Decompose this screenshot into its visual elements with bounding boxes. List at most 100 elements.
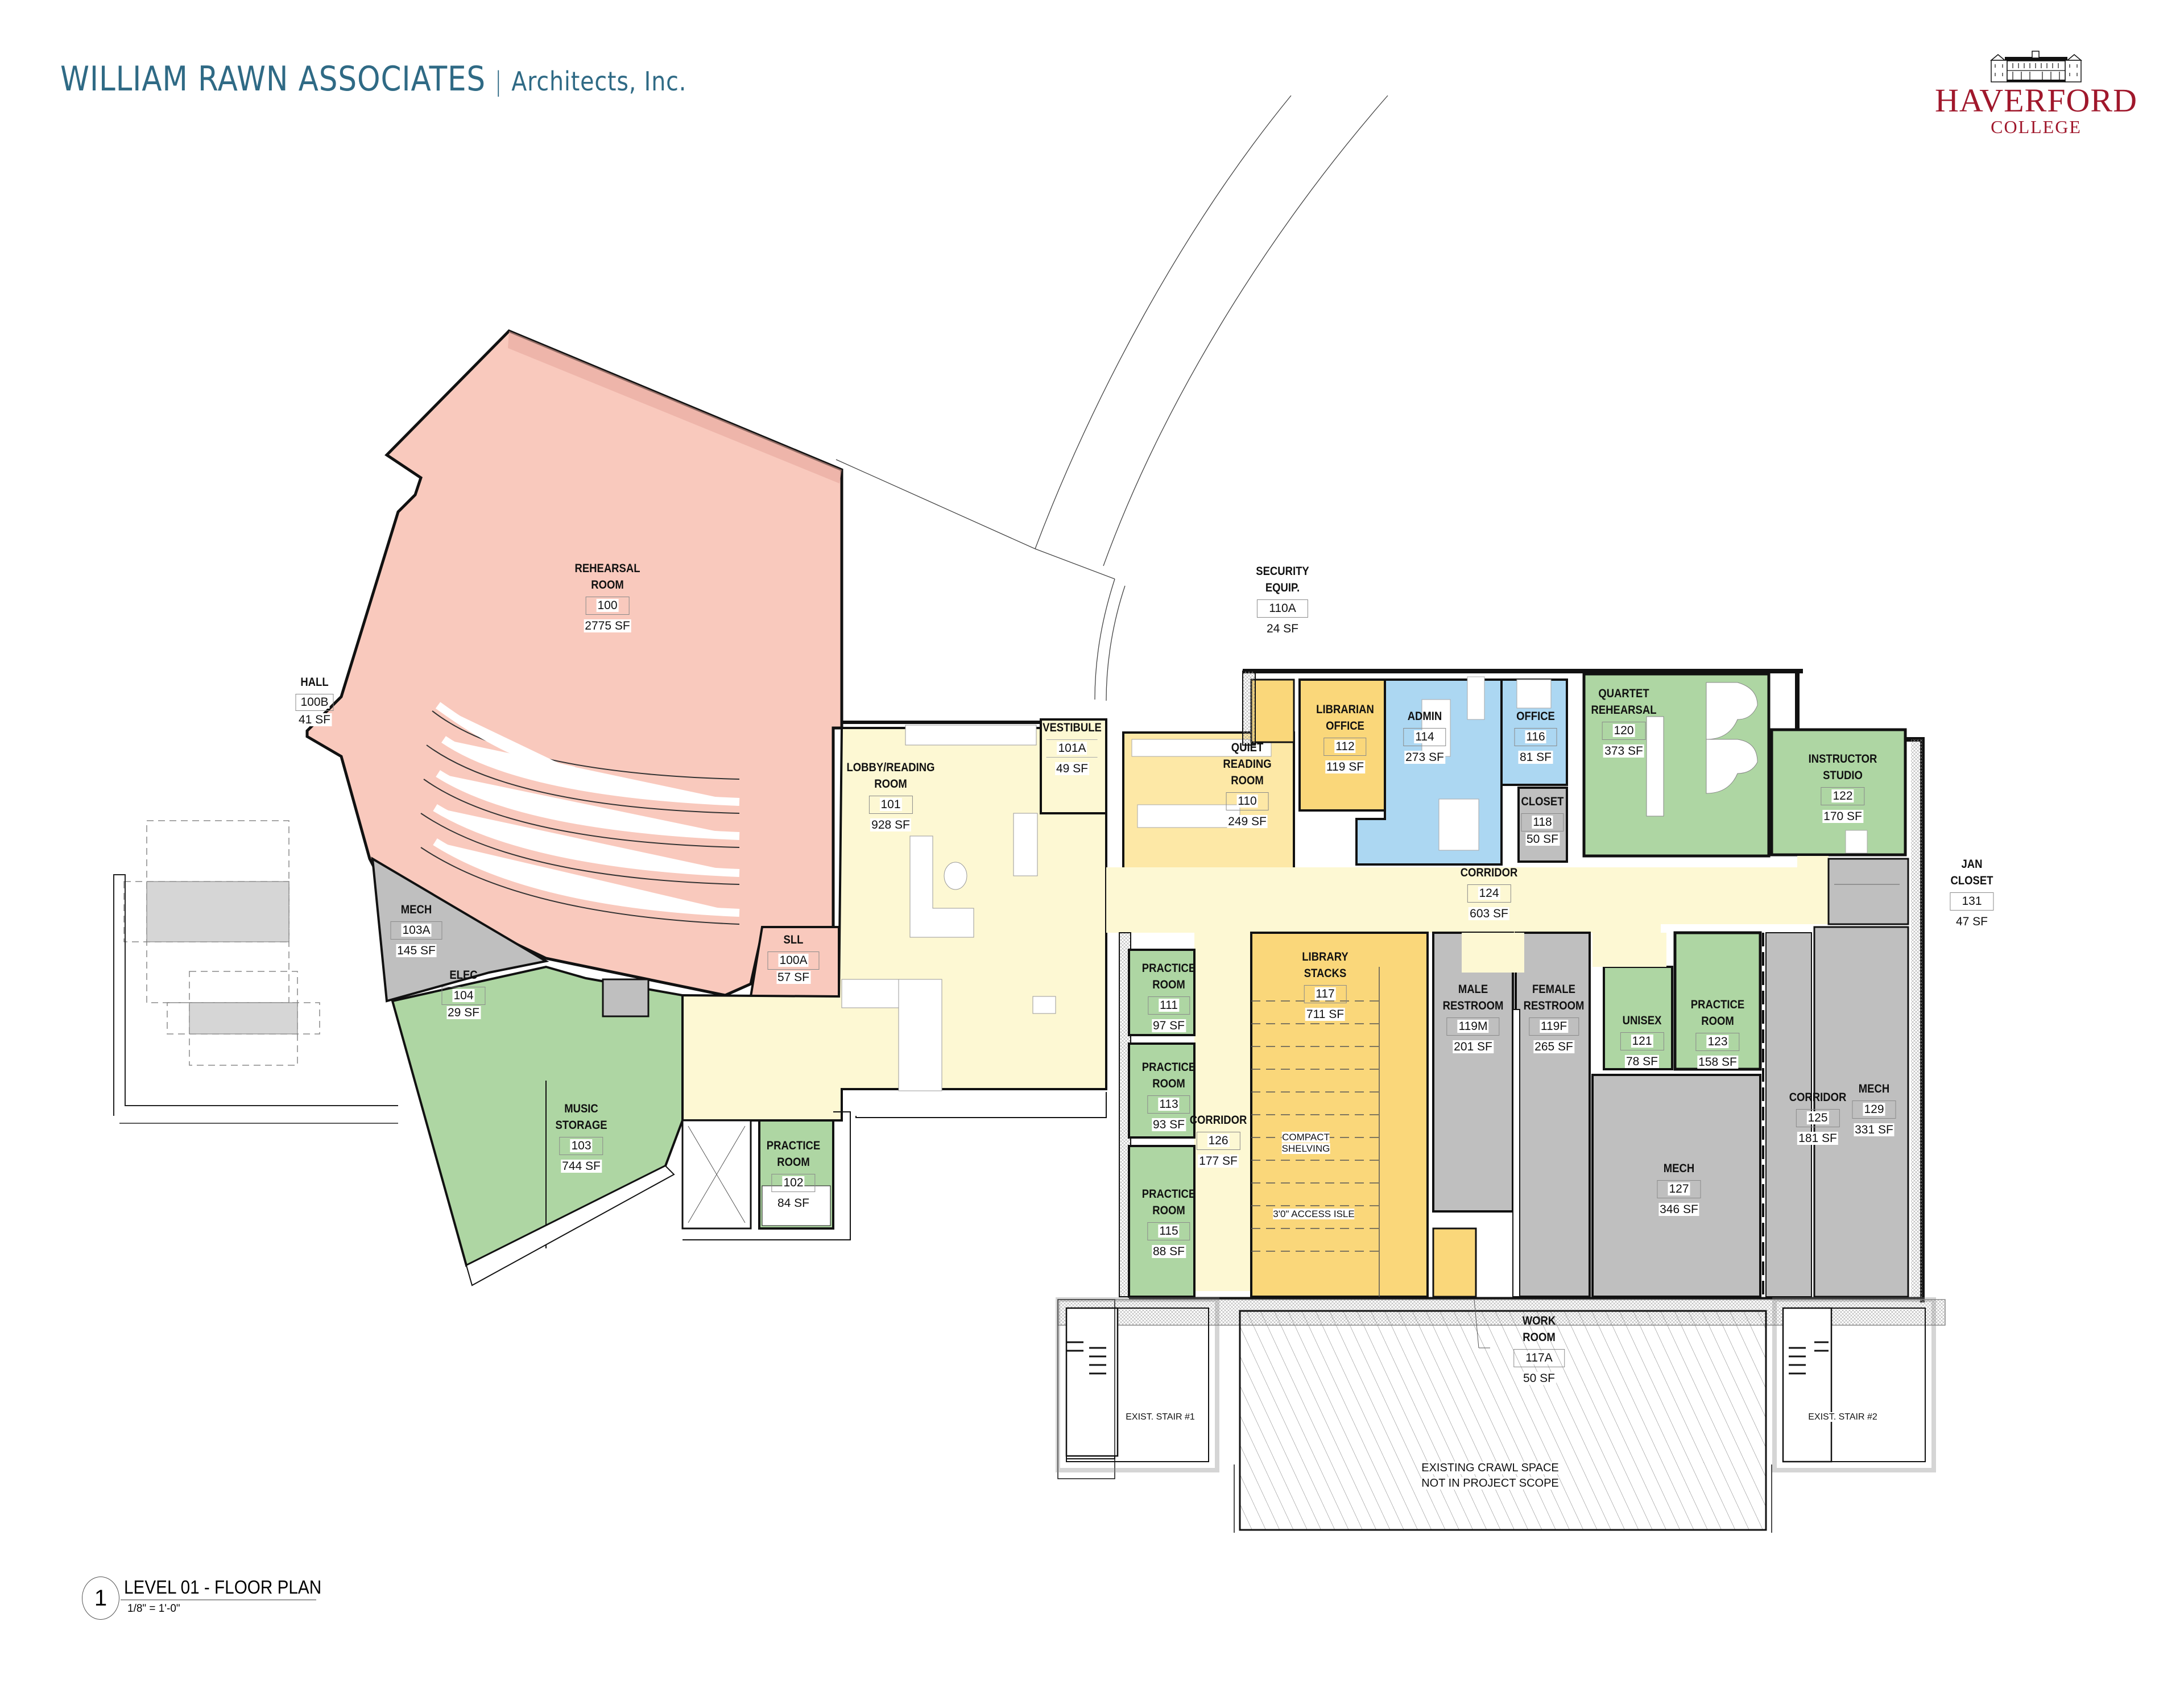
room-123-fill bbox=[1673, 931, 1762, 1071]
room-area: 928 SF bbox=[870, 818, 911, 831]
room-number-tag: 129 bbox=[1852, 1100, 1896, 1119]
room-label-103: MUSIC STORAGE 103 744 SF bbox=[552, 1100, 610, 1173]
room-number-tag: 103 bbox=[559, 1137, 603, 1155]
firm-header: WILLIAM RAWN ASSOCIATES|Architects, Inc. bbox=[60, 59, 686, 99]
room-129-fill bbox=[1813, 926, 1909, 1298]
room-number-tag: 122 bbox=[1821, 787, 1865, 805]
access-isle-note: 3'0" ACCESS ISLE bbox=[1273, 1209, 1355, 1219]
room-number-tag: 120 bbox=[1602, 722, 1646, 740]
room-area: 29 SF bbox=[446, 1006, 481, 1019]
room-number-tag: 118 bbox=[1521, 813, 1564, 831]
room-121-fill bbox=[1603, 966, 1673, 1070]
logo-college: COLLEGE bbox=[1991, 117, 2082, 137]
room-label-118: CLOSET 118 50 SF bbox=[1518, 793, 1566, 846]
room-label-116: OFFICE 116 81 SF bbox=[1514, 708, 1558, 764]
compact-shelving-note: COMPACT SHELVING bbox=[1281, 1132, 1330, 1154]
room-label-115: PRACTICE ROOM 115 88 SF bbox=[1138, 1186, 1199, 1259]
room-number-tag: 125 bbox=[1796, 1109, 1840, 1127]
room-area: 97 SF bbox=[1151, 1019, 1186, 1032]
room-125-fill bbox=[1765, 932, 1812, 1297]
room-131-fill bbox=[1827, 858, 1909, 925]
room-label-102: PRACTICE ROOM 102 84 SF bbox=[763, 1137, 824, 1210]
room-label-124: CORRIDOR 124 603 SF bbox=[1457, 864, 1521, 921]
crawl-space-note: EXISTING CRAWL SPACE NOT IN PROJECT SCOP… bbox=[1421, 1462, 1559, 1490]
room-number-tag: 103A bbox=[390, 921, 442, 940]
room-area: 88 SF bbox=[1151, 1245, 1186, 1258]
room-115-fill bbox=[1128, 1145, 1196, 1298]
room-label-114: ADMIN 114 273 SF bbox=[1403, 708, 1446, 764]
room-area: 145 SF bbox=[396, 944, 437, 957]
room-label-119F: FEMALE RESTROOM 119F 265 SF bbox=[1519, 981, 1588, 1054]
firm-name: WILLIAM RAWN ASSOCIATES bbox=[60, 59, 486, 99]
room-number-tag: 115 bbox=[1147, 1222, 1190, 1240]
room-number-tag: 124 bbox=[1467, 884, 1511, 903]
room-number-tag: 101 bbox=[868, 796, 913, 814]
room-label-126: CORRIDOR 126 177 SF bbox=[1186, 1112, 1251, 1168]
room-number-tag: 100B bbox=[295, 694, 334, 711]
room-number-tag: 110A bbox=[1257, 599, 1308, 618]
room-119F-fill bbox=[1515, 932, 1591, 1298]
room-label-111: PRACTICE ROOM 111 97 SF bbox=[1138, 960, 1199, 1033]
haverford-logo: HAVERFORD COLLEGE bbox=[1917, 50, 2156, 147]
room-number-tag: 111 bbox=[1148, 996, 1190, 1015]
room-number-tag: 117A bbox=[1513, 1349, 1565, 1367]
chairs bbox=[433, 702, 740, 917]
room-number-tag: 131 bbox=[1950, 892, 1994, 911]
room-label-110: QUIET READING ROOM 110 249 SF bbox=[1220, 739, 1275, 829]
room-area: 49 SF bbox=[1054, 762, 1090, 775]
room-110A-fill bbox=[1250, 678, 1295, 743]
room-area: 81 SF bbox=[1518, 751, 1553, 764]
room-area: 50 SF bbox=[1525, 833, 1560, 846]
room-label-122: INSTRUCTOR STUDIO 122 170 SF bbox=[1804, 751, 1881, 824]
room-number-tag: 100A bbox=[767, 951, 820, 970]
room-area: 41 SF bbox=[297, 713, 332, 726]
room-label-110A: SECURITY EQUIP. 110A 24 SF bbox=[1252, 563, 1313, 636]
room-104-fill bbox=[602, 978, 650, 1017]
room-area: 170 SF bbox=[1822, 810, 1863, 823]
room-number-tag: 119M bbox=[1446, 1017, 1500, 1036]
room-number-tag: 112 bbox=[1323, 738, 1367, 756]
room-area: 93 SF bbox=[1151, 1118, 1186, 1131]
room-label-100B: HALL 100B 41 SF bbox=[295, 674, 334, 727]
room-label-121: UNISEX 121 78 SF bbox=[1620, 1012, 1664, 1069]
room-area: 273 SF bbox=[1404, 751, 1445, 764]
room-number-tag: 114 bbox=[1403, 728, 1446, 746]
room-area: 24 SF bbox=[1265, 622, 1300, 635]
college-building-icon bbox=[1990, 51, 2082, 82]
room-area: 331 SF bbox=[1854, 1123, 1895, 1136]
room-area: 177 SF bbox=[1198, 1155, 1239, 1168]
room-area: 84 SF bbox=[776, 1197, 811, 1210]
drawing-number: 1 bbox=[82, 1577, 119, 1620]
room-area: 373 SF bbox=[1603, 744, 1644, 758]
room-label-117: LIBRARY STACKS 117 711 SF bbox=[1299, 949, 1352, 1021]
room-number-tag: 104 bbox=[441, 987, 486, 1005]
room-label-100A: SLL 100A 57 SF bbox=[767, 932, 820, 984]
room-area: 711 SF bbox=[1305, 1008, 1346, 1021]
room-area: 201 SF bbox=[1453, 1040, 1494, 1053]
room-label-117A: WORK ROOM 117A 50 SF bbox=[1513, 1313, 1565, 1385]
room-number-tag: 127 bbox=[1657, 1180, 1701, 1198]
room-number-tag: 126 bbox=[1196, 1132, 1240, 1150]
room-number-tag: 110 bbox=[1226, 792, 1269, 810]
header-separator: | bbox=[494, 66, 503, 97]
stair-1-note: EXIST. STAIR #1 bbox=[1126, 1412, 1195, 1422]
room-number-tag: 113 bbox=[1147, 1095, 1190, 1114]
room-label-104: ELEC 104 29 SF bbox=[441, 967, 486, 1020]
room-number-tag: 123 bbox=[1695, 1033, 1740, 1051]
room-area: 57 SF bbox=[776, 971, 811, 984]
room-area: 47 SF bbox=[1954, 915, 1989, 928]
room-label-119M: MALE RESTROOM 119M 201 SF bbox=[1438, 981, 1507, 1054]
room-number-tag: 100 bbox=[585, 597, 630, 615]
logo-name: HAVERFORD bbox=[1934, 82, 2137, 119]
room-area: 603 SF bbox=[1469, 907, 1509, 920]
room-label-127: MECH 127 346 SF bbox=[1657, 1160, 1701, 1217]
room-119M-fill bbox=[1432, 932, 1514, 1213]
drawing-title: LEVEL 01 - FLOOR PLAN bbox=[124, 1577, 322, 1598]
room-label-125: CORRIDOR 125 181 SF bbox=[1785, 1089, 1850, 1145]
room-label-100: REHEARSAL ROOM 100 2775 SF bbox=[570, 560, 645, 633]
title-underline bbox=[121, 1599, 316, 1600]
stair-2-note: EXIST. STAIR #2 bbox=[1808, 1412, 1877, 1422]
room-area: 744 SF bbox=[561, 1160, 602, 1173]
room-area: 346 SF bbox=[1658, 1203, 1699, 1216]
